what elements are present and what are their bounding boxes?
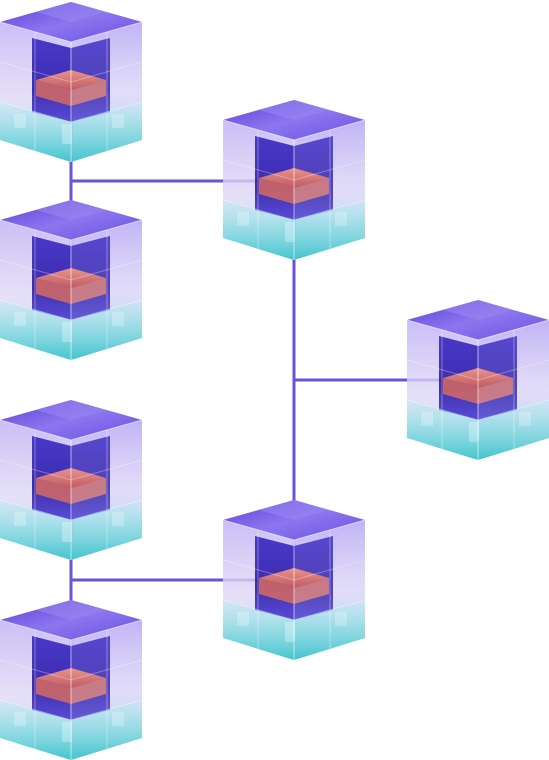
glass-cube-icon-leaf-4 [0,600,142,760]
glass-cube-icon-mid-2 [223,500,365,660]
glass-cube-icon-root [407,300,549,460]
glass-cube-icon-leaf-2 [0,200,142,360]
glass-cube-icon-mid-1 [223,100,365,260]
glass-cube-icon-leaf-1 [0,2,142,162]
glass-cube-icon-leaf-3 [0,400,142,560]
